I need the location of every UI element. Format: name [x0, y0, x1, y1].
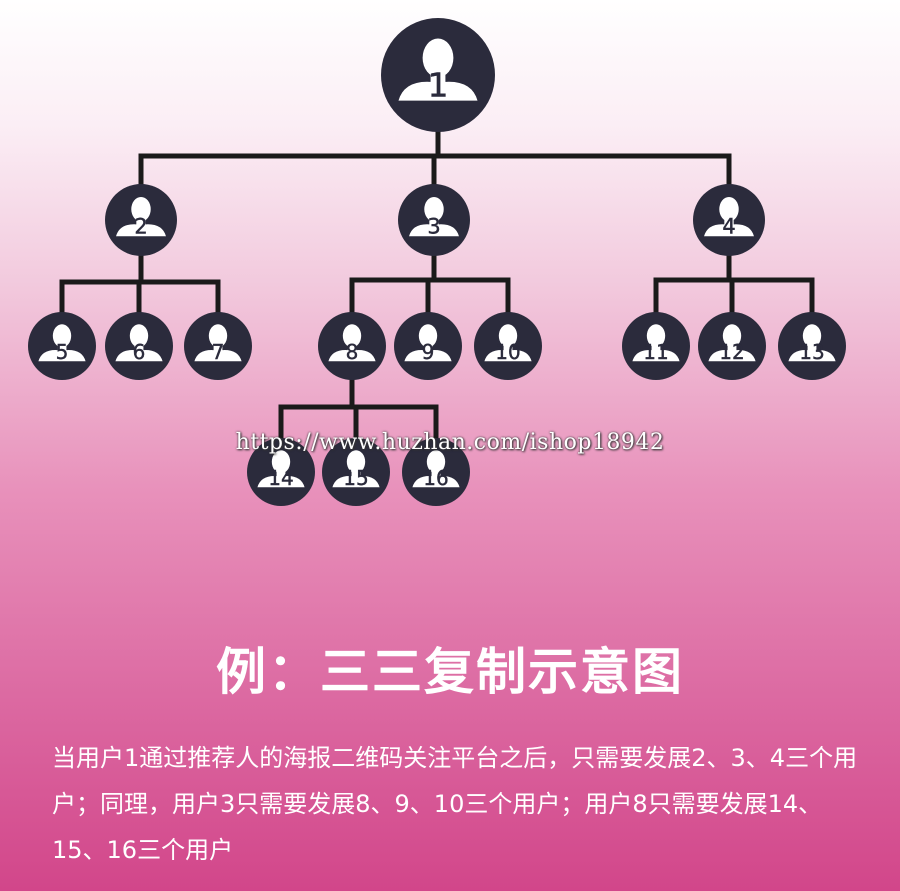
- user-node-11: 11: [622, 312, 690, 380]
- node-number: 4: [722, 215, 735, 239]
- user-node-16: 16: [402, 438, 470, 506]
- user-silhouette-icon: [412, 450, 460, 488]
- diagram-title: 例：三三复制示意图: [216, 643, 684, 701]
- node-number: 15: [343, 466, 368, 490]
- diagram-description: 当用户1通过推荐人的海报二维码关注平台之后，只需要发展2、3、4三个用户；同理，…: [52, 744, 858, 864]
- user-silhouette-icon: [788, 324, 836, 362]
- node-number: 2: [134, 215, 147, 239]
- user-silhouette-icon: [398, 38, 478, 101]
- user-node-6: 6: [105, 312, 173, 380]
- node-number: 8: [346, 340, 359, 364]
- user-silhouette-icon: [38, 324, 86, 362]
- node-number: 5: [56, 340, 69, 364]
- user-node-1: 1: [381, 18, 495, 132]
- user-silhouette-icon: [409, 196, 459, 237]
- user-node-2: 2: [105, 184, 177, 256]
- user-node-8: 8: [318, 312, 386, 380]
- user-silhouette-icon: [115, 324, 163, 362]
- user-silhouette-icon: [194, 324, 242, 362]
- user-silhouette-icon: [328, 324, 376, 362]
- watermark-url: https://www.huzhan.com/ishop18942: [235, 430, 665, 455]
- node-number: 1: [428, 66, 449, 105]
- node-number: 7: [212, 340, 225, 364]
- user-silhouette-icon: [116, 196, 166, 237]
- user-node-10: 10: [474, 312, 542, 380]
- node-number: 11: [643, 340, 668, 364]
- user-node-4: 4: [693, 184, 765, 256]
- user-node-13: 13: [778, 312, 846, 380]
- user-node-9: 9: [394, 312, 462, 380]
- user-silhouette-icon: [484, 324, 532, 362]
- user-node-12: 12: [698, 312, 766, 380]
- node-number: 12: [719, 340, 744, 364]
- user-silhouette-icon: [332, 450, 380, 488]
- node-number: 13: [799, 340, 824, 364]
- user-silhouette-icon: [257, 450, 305, 488]
- user-silhouette-icon: [704, 196, 754, 237]
- user-silhouette-icon: [404, 324, 452, 362]
- user-node-14: 14: [247, 438, 315, 506]
- node-number: 3: [427, 215, 440, 239]
- node-number: 16: [423, 466, 448, 490]
- user-node-15: 15: [322, 438, 390, 506]
- node-number: 10: [495, 340, 520, 364]
- node-number: 14: [268, 466, 293, 490]
- user-node-3: 3: [398, 184, 470, 256]
- node-number: 6: [133, 340, 146, 364]
- user-node-7: 7: [184, 312, 252, 380]
- connector-lines: [59, 127, 815, 443]
- user-node-5: 5: [28, 312, 96, 380]
- node-number: 9: [422, 340, 435, 364]
- user-silhouette-icon: [708, 324, 756, 362]
- user-silhouette-icon: [632, 324, 680, 362]
